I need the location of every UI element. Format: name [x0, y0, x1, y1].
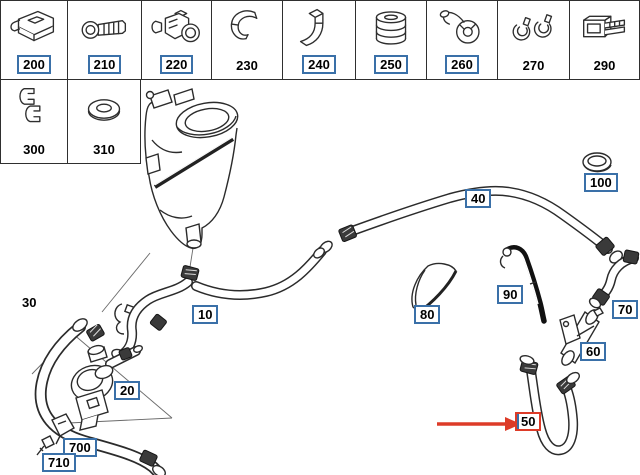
red-arrow [437, 417, 521, 431]
diagram-label-10[interactable]: 10 [192, 305, 219, 324]
diagram-label-70[interactable]: 70 [612, 300, 639, 319]
part-number-260[interactable]: 260 [445, 55, 479, 74]
mount-with-clamps-icon [146, 5, 208, 51]
grid-cell-200: 200 [0, 0, 68, 80]
bolt-710-drawing [36, 435, 55, 456]
bracket-90-drawing [499, 245, 547, 324]
grid-cell-250: 250 [356, 0, 427, 80]
part-number-230: 230 [236, 58, 258, 73]
water-pump-drawing [70, 344, 144, 431]
diagram-label-60[interactable]: 60 [580, 342, 607, 361]
grid-cell-290: 290 [570, 0, 640, 80]
part-number-270: 270 [522, 58, 545, 73]
diagram-label-90[interactable]: 90 [497, 285, 524, 304]
bracket-with-clip-icon [3, 5, 65, 49]
retainer-with-clip-icon [431, 5, 493, 49]
part-number-290: 290 [593, 58, 616, 73]
hose-50-drawing [519, 355, 580, 456]
grid-cell-310: 310 [68, 80, 141, 164]
leader-lines [31, 247, 194, 425]
grid-cell-210: 210 [68, 0, 142, 80]
part-number-200[interactable]: 200 [17, 55, 51, 74]
ratchet-clamp-icon [574, 5, 636, 49]
grid-cell-270: 270 [498, 0, 570, 80]
diagram-label-700[interactable]: 700 [63, 438, 97, 457]
grid-cell-230: 230 [212, 0, 283, 80]
seal-ring-100-drawing [582, 152, 612, 173]
washer-icon [73, 84, 135, 134]
grid-cell-220: 220 [142, 0, 212, 80]
part-number-240[interactable]: 240 [302, 55, 336, 74]
clamp-pair-icon [503, 5, 565, 49]
part-number-250[interactable]: 250 [374, 55, 408, 74]
shield-80-drawing [411, 262, 458, 314]
grommet-stack-icon [360, 5, 422, 49]
hose-70-drawing [588, 249, 640, 309]
diagram-label-710[interactable]: 710 [42, 453, 76, 472]
diagram-label-20[interactable]: 20 [114, 381, 141, 400]
diagram-label-50-highlighted[interactable]: 50 [515, 412, 542, 431]
diagram-label-80[interactable]: 80 [414, 305, 441, 324]
clip-pair-icon [3, 84, 65, 134]
expansion-tank-drawing [144, 88, 239, 250]
part-number-300: 300 [23, 142, 45, 157]
grid-cell-260: 260 [427, 0, 498, 80]
pipe-60-drawing [559, 307, 604, 366]
hose-30-drawing [34, 303, 166, 475]
diagram-label-100[interactable]: 100 [584, 173, 618, 192]
diagram-label-30: 30 [22, 295, 37, 310]
hose-10-drawing [111, 240, 333, 362]
hose-40-drawing [338, 185, 623, 264]
diagram-label-40[interactable]: 40 [465, 189, 492, 208]
part-number-220[interactable]: 220 [159, 55, 194, 74]
screw-icon [74, 5, 136, 49]
grid-cell-240: 240 [283, 0, 356, 80]
angled-clip-icon [288, 5, 350, 51]
bolt-700-drawing [51, 413, 75, 445]
grid-cell-300: 300 [0, 80, 68, 164]
part-number-210[interactable]: 210 [87, 55, 122, 74]
part-number-310: 310 [93, 142, 115, 157]
spring-clip-icon [216, 5, 278, 49]
